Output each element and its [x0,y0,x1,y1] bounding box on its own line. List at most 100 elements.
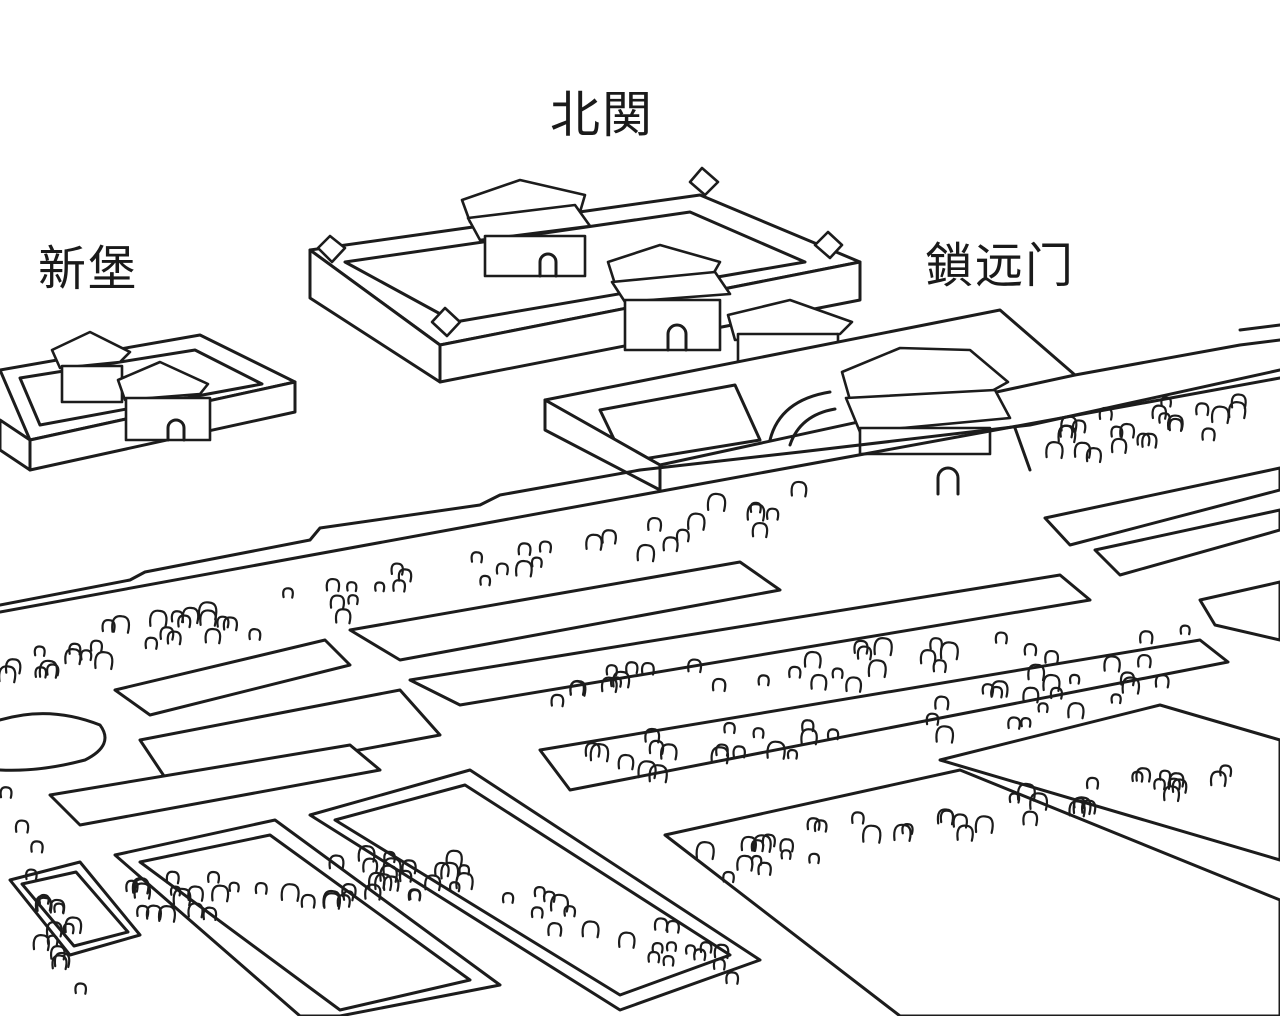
tree-mark [808,852,821,865]
tree-mark [211,884,230,903]
tree-mark [1103,655,1121,673]
tree-mark [25,868,38,881]
tree-mark [538,540,553,554]
tree-mark [30,840,44,854]
tree-mark [1022,810,1039,827]
tree-mark [1121,676,1141,695]
tree-mark [1171,778,1188,794]
tree-mark [939,641,959,661]
tree-mark [790,480,808,498]
tree-mark [398,869,413,883]
tree-mark [374,873,393,892]
tree-mark [873,637,893,657]
zhenyuan-gate-compound [543,308,1077,496]
tree-mark [651,942,664,954]
tree-mark [801,719,815,733]
tree-mark [585,533,603,551]
tree-mark [62,922,75,935]
tree-mark [374,581,386,593]
tree-mark [328,854,345,871]
tree-mark [901,822,914,835]
tree-mark [687,512,706,531]
tree-mark [788,665,802,679]
tree-mark [550,693,565,708]
tree-mark [831,667,844,679]
tree-mark [32,934,50,952]
tree-mark [1016,782,1036,802]
tree-mark [51,954,68,971]
tree-mark [383,850,396,864]
tree-mark [172,887,192,907]
tree-mark [458,864,471,876]
tree-mark [929,637,943,651]
tree-mark [786,748,799,760]
tree-mark [600,676,618,694]
tree-mark [1139,630,1154,645]
tree-mark [549,893,569,913]
tree-mark [1098,406,1113,421]
tree-mark [757,861,772,876]
tree-mark [647,950,661,964]
tree-mark [248,628,262,641]
tree-mark [282,587,294,599]
tree-mark [101,618,116,633]
tree-mark [934,695,950,711]
tree-mark [826,728,840,741]
tree-mark [563,905,577,918]
tree-mark [862,824,882,844]
tree-mark [1167,777,1181,791]
tree-mark [46,663,60,677]
tree-mark [956,824,974,842]
tree-mark [584,742,601,758]
tree-mark [1131,770,1144,783]
tree-mark [14,819,30,834]
tree-mark [640,661,655,676]
tree-mark [280,883,300,902]
tree-mark [1068,800,1086,818]
tree-mark [722,870,735,884]
tree-mark [713,943,730,960]
tree-mark [177,614,192,629]
tree-mark [625,661,639,675]
tree-mark [397,568,413,583]
tree-mark [1210,405,1230,425]
tree-mark [648,764,668,784]
tree-mark [74,982,88,995]
tree-mark [1020,717,1032,728]
tree-mark [204,627,222,645]
tree-mark [706,492,727,512]
label-zhenyuan-gate: 鎖远门 [925,238,1075,294]
tree-mark [45,921,63,938]
tree-mark [1159,769,1172,782]
tree-mark [1007,716,1021,730]
tree-mark [1154,673,1170,689]
tree-mark [364,883,382,901]
tree-mark [1230,393,1247,410]
tree-mark [856,645,873,661]
tree-mark [1037,702,1049,714]
tree-mark [813,819,828,833]
tree-mark [867,659,887,679]
tree-mark [1227,401,1247,420]
tree-mark [1042,673,1061,692]
tree-mark [699,941,713,954]
tree-mark [408,888,422,901]
tree-mark [64,648,82,666]
tree-mark [589,743,610,763]
tree-mark [382,875,400,892]
tree-mark [300,893,316,909]
tree-mark [165,870,180,885]
tree-mark [687,658,703,674]
tree-mark [751,521,769,539]
tree-mark [1219,764,1233,778]
label-new-fort: 新堡 [38,241,138,297]
tree-mark [1141,432,1158,449]
tree-mark [323,892,341,910]
tree-mark [517,542,532,556]
tree-mark [336,893,351,908]
tree-mark [479,574,492,587]
tree-mark [68,642,82,656]
tree-mark [222,616,239,632]
tree-mark [125,879,139,893]
tree-mark [1166,414,1184,431]
